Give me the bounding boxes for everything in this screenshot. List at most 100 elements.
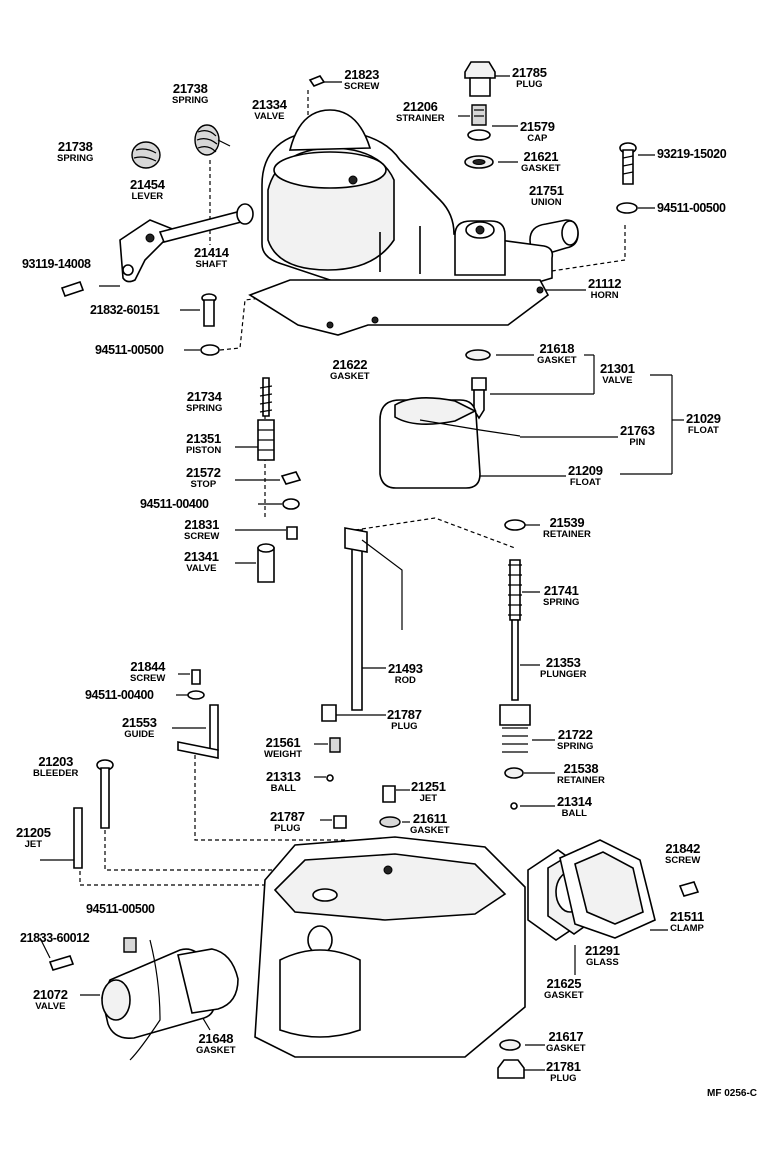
part-21353-plunger	[499, 619, 531, 726]
part-21842-screw	[678, 881, 700, 897]
label-number: 21112	[588, 276, 622, 291]
label-number: 21621	[523, 149, 559, 164]
label-number: 21351	[186, 431, 221, 446]
part-number-21832-60151: 21832-60151	[90, 303, 160, 317]
label-description: GASKET	[330, 371, 370, 382]
label-description: SCREW	[344, 81, 380, 92]
part-21251-jet	[382, 785, 396, 803]
label-number: 21029	[686, 411, 721, 426]
label-number: 21781	[546, 1059, 581, 1074]
label-description: SCREW	[184, 531, 220, 542]
part-94511-washer	[616, 202, 638, 214]
label-number: 21741	[543, 583, 579, 598]
leader-lines	[39, 75, 684, 1071]
part-number-94511-00400-a: 94511-00400	[140, 497, 209, 511]
valve-wire	[129, 939, 161, 1061]
label-number: 21493	[388, 661, 423, 676]
label-number: 21648	[198, 1031, 234, 1046]
label-description: CLAMP	[670, 923, 704, 934]
part-21622-gasket	[248, 279, 550, 336]
label-number: 21561	[265, 735, 301, 750]
label-description: PLUG	[391, 721, 418, 732]
label-description: SPRING	[557, 741, 594, 752]
part-number-93119-14008: 93119-14008	[22, 257, 91, 271]
part-21572-stop	[280, 471, 302, 485]
label-description: GUIDE	[124, 729, 155, 740]
label-description: WEIGHT	[264, 749, 302, 760]
part-21831-screw	[286, 526, 298, 540]
part-21206-strainer	[471, 104, 487, 126]
label-number: 21579	[520, 119, 555, 134]
label-number: 21611	[412, 811, 447, 826]
label-description: JET	[419, 793, 438, 804]
label-number: 21539	[549, 515, 585, 530]
label-description: UNION	[531, 197, 562, 208]
label-number: 21206	[402, 99, 438, 114]
label-description: FLOAT	[569, 477, 601, 488]
part-21618-gasket	[465, 349, 491, 361]
label-description: BLEEDER	[33, 768, 79, 779]
part-21414-shaft	[158, 203, 254, 243]
label-description: SPRING	[186, 403, 223, 414]
label-description: BALL	[270, 783, 296, 794]
label-number: 21511	[670, 909, 704, 924]
label-number: 21842	[665, 841, 701, 856]
part-21579-cap	[467, 129, 491, 141]
part-21538-retainer	[504, 767, 524, 779]
label-description: GASKET	[521, 163, 561, 174]
label-description: GLASS	[585, 957, 619, 968]
label-number: 21353	[545, 655, 581, 670]
part-21351-piston	[257, 419, 275, 461]
label-number: 21454	[130, 177, 165, 192]
label-description: JET	[24, 839, 43, 850]
label-description: PLUG	[516, 79, 543, 90]
label-description: STOP	[190, 479, 217, 490]
label-description: FLOAT	[687, 425, 719, 436]
part-21722-spring	[502, 727, 528, 753]
label-number: 21414	[194, 245, 229, 260]
label-number: 21785	[512, 65, 547, 80]
part-21734-spring	[259, 377, 273, 417]
label-number: 21823	[344, 67, 380, 82]
part-21738-spring-left	[131, 141, 161, 169]
part-21314-ball	[510, 802, 518, 810]
part-94511-washer-5	[123, 937, 137, 953]
part-21832-screw	[201, 293, 217, 327]
label-description: CAP	[527, 133, 548, 144]
label-number: 21722	[557, 727, 593, 742]
part-21454-lever	[119, 219, 177, 283]
label-description: ROD	[394, 675, 416, 686]
label-description: PIN	[629, 437, 646, 448]
part-21833-screw	[48, 955, 75, 971]
label-number: 21314	[557, 794, 592, 809]
label-description: SPRING	[172, 95, 209, 106]
